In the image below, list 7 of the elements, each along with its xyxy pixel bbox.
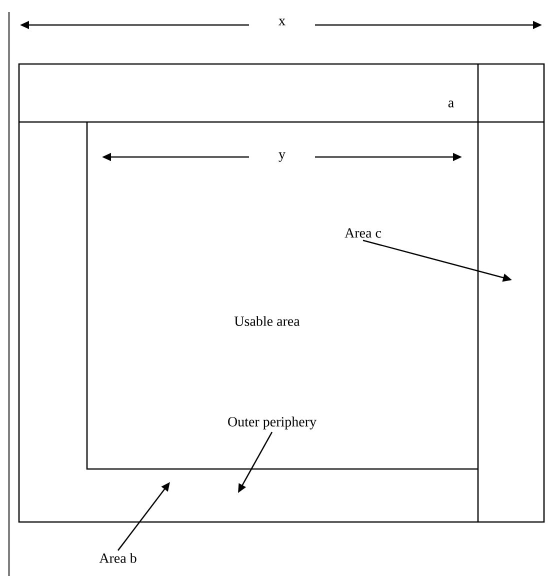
callout-text: Outer periphery [228,416,316,430]
callout-text: Area b [99,553,136,563]
callout-text: Area c [344,228,382,238]
label: y [278,152,286,162]
label: x [278,18,286,26]
label: Usable area [234,316,300,326]
label: a [448,100,454,108]
